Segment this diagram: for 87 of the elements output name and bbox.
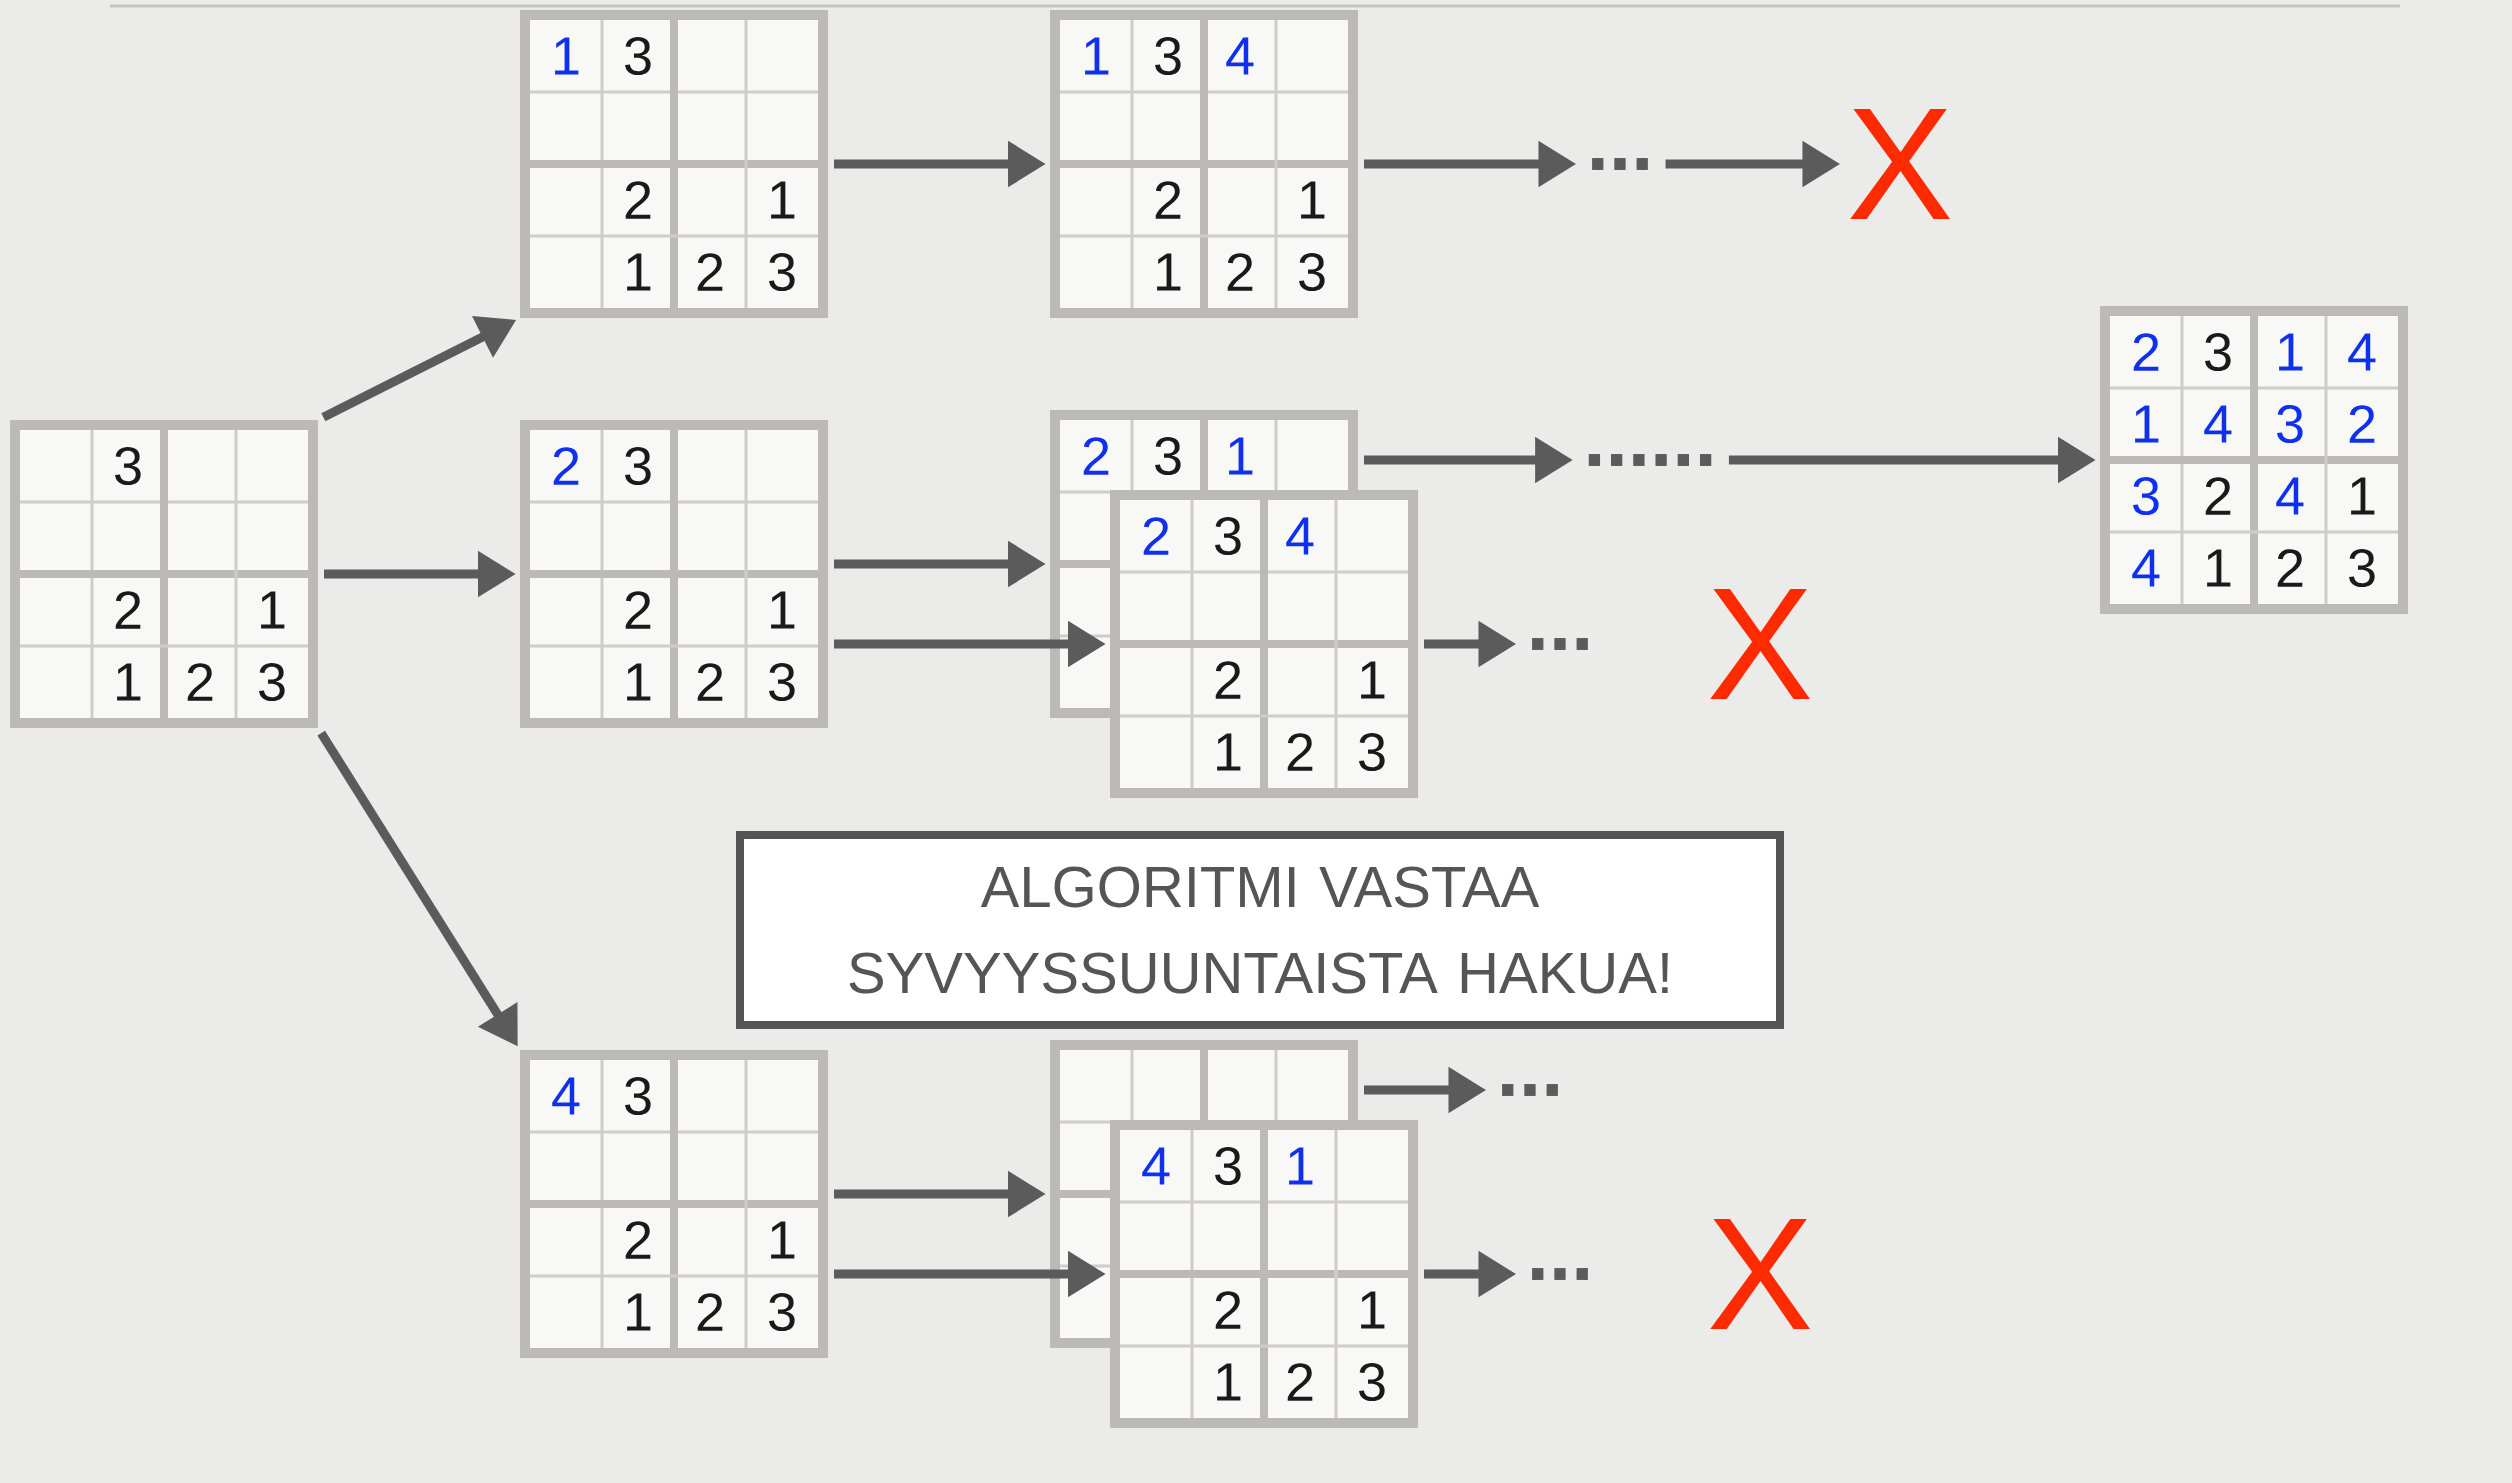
digit: 4 <box>1286 517 1314 555</box>
digit: 2 <box>697 1293 723 1331</box>
digit: 3 <box>1215 516 1241 556</box>
sudoku-grid <box>2100 306 2408 614</box>
digit: 2 <box>187 663 213 701</box>
digit: 1 <box>117 663 141 701</box>
sudoku-grid <box>10 420 318 728</box>
digit: 3 <box>1299 252 1325 292</box>
digit: 2 <box>1215 1291 1241 1329</box>
digit: 3 <box>625 1076 651 1116</box>
digit: 2 <box>2349 405 2375 443</box>
digit: 1 <box>627 1293 651 1331</box>
digit: 3 <box>2349 548 2375 588</box>
digit: 1 <box>1361 1291 1385 1329</box>
ellipsis: ... <box>1532 638 1588 650</box>
digit: 2 <box>1143 517 1169 555</box>
digit: 1 <box>1157 253 1181 291</box>
digit: 1 <box>261 591 285 629</box>
digit: 3 <box>625 36 651 76</box>
digit: 2 <box>1287 1363 1313 1401</box>
digit: 1 <box>771 181 795 219</box>
cross-mark: X <box>1850 108 1950 220</box>
text-banner: ALGORITMI VASTAA SYVYYSSUUNTAISTA HAKUA! <box>736 831 1784 1029</box>
digit: 4 <box>1226 37 1254 75</box>
digit: 3 <box>1215 1146 1241 1186</box>
digit: 3 <box>1155 36 1181 76</box>
digit: 3 <box>769 1292 795 1332</box>
cross-mark: X <box>1710 1218 1810 1330</box>
digit: 4 <box>2276 477 2304 515</box>
digit: 2 <box>2133 333 2159 371</box>
digit: 1 <box>771 1221 795 1259</box>
digit: 2 <box>2205 477 2231 515</box>
digit: 4 <box>1142 1147 1170 1185</box>
digit: 3 <box>769 252 795 292</box>
digit: 3 <box>1359 732 1385 772</box>
digit: 3 <box>259 662 285 702</box>
digit: 1 <box>1217 733 1241 771</box>
digit: 1 <box>2351 477 2375 515</box>
digit: 2 <box>115 591 141 629</box>
digit: 2 <box>625 1221 651 1259</box>
digit: 1 <box>627 253 651 291</box>
digit: 1 <box>1085 37 1109 75</box>
ellipsis: ... <box>1502 1084 1558 1096</box>
digit: 3 <box>2277 404 2303 444</box>
sudoku-grid <box>520 1050 828 1358</box>
digit: 3 <box>115 446 141 486</box>
digit: 2 <box>697 253 723 291</box>
digit: 2 <box>625 591 651 629</box>
cross-mark: X <box>1710 588 1810 700</box>
digit: 1 <box>1361 661 1385 699</box>
digit: 1 <box>1229 437 1253 475</box>
ellipsis: ...... <box>1588 454 1712 466</box>
digit: 4 <box>2204 405 2232 443</box>
digit: 2 <box>1227 253 1253 291</box>
ellipsis: ... <box>1532 1268 1588 1280</box>
sudoku-grid <box>1110 1120 1418 1428</box>
digit: 2 <box>553 447 579 485</box>
digit: 1 <box>1289 1147 1313 1185</box>
digit: 2 <box>1215 661 1241 699</box>
digit: 1 <box>2135 405 2159 443</box>
digit: 3 <box>625 446 651 486</box>
digit: 3 <box>1359 1362 1385 1402</box>
digit: 2 <box>1287 733 1313 771</box>
digit: 3 <box>2205 332 2231 372</box>
digit: 1 <box>2207 549 2231 587</box>
digit: 1 <box>1301 181 1325 219</box>
digit: 4 <box>2348 333 2376 371</box>
digit: 3 <box>769 662 795 702</box>
digit: 2 <box>1083 437 1109 475</box>
digit: 1 <box>555 37 579 75</box>
digit: 2 <box>1155 181 1181 219</box>
digit: 3 <box>1155 436 1181 476</box>
sudoku-grid <box>1050 10 1358 318</box>
digit: 4 <box>2132 549 2160 587</box>
digit: 1 <box>2279 333 2303 371</box>
digit: 2 <box>697 663 723 701</box>
digit: 1 <box>627 663 651 701</box>
ellipsis: ... <box>1592 158 1648 170</box>
sudoku-grid <box>520 10 828 318</box>
digit: 1 <box>1217 1363 1241 1401</box>
sudoku-grid <box>520 420 828 728</box>
digit: 4 <box>552 1077 580 1115</box>
digit: 2 <box>2277 549 2303 587</box>
digit: 3 <box>2133 476 2159 516</box>
sudoku-grid <box>1110 490 1418 798</box>
digit: 1 <box>771 591 795 629</box>
digit: 2 <box>625 181 651 219</box>
